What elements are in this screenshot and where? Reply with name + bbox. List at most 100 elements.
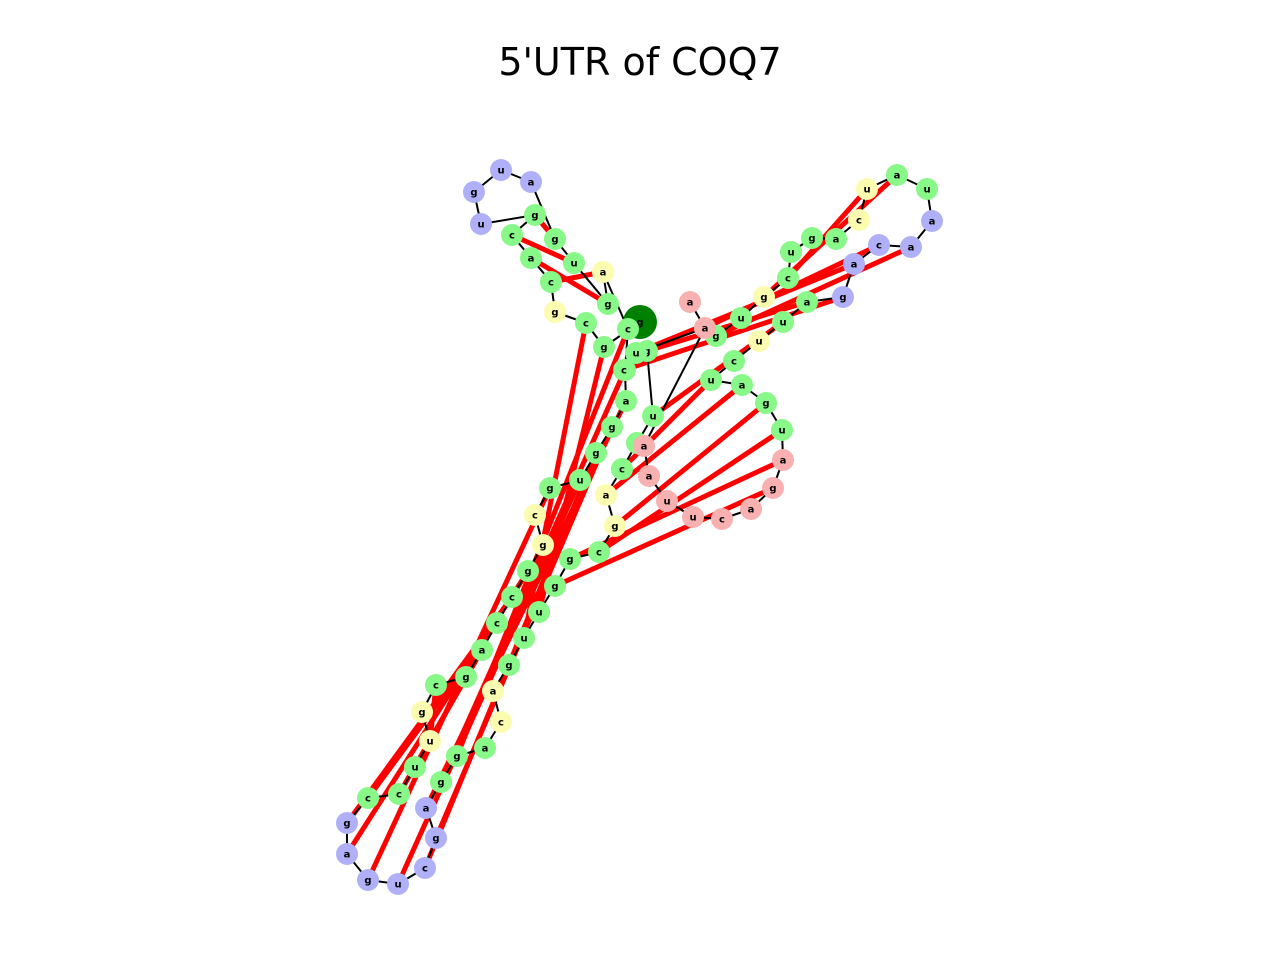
nucleotide-19: a — [615, 390, 637, 412]
nucleotide-55: g — [604, 515, 626, 537]
nucleotide-letter: g — [470, 188, 477, 199]
nucleotide-circle — [588, 541, 610, 563]
nucleotide-circle — [595, 484, 617, 506]
nucleotide-circle — [470, 213, 492, 235]
nucleotide-34: u — [404, 756, 426, 778]
nucleotide-letter: a — [702, 324, 709, 335]
nucleotide-9: u — [470, 213, 492, 235]
nucleotide-circle — [848, 209, 870, 231]
nucleotide-85: a — [731, 374, 753, 396]
nucleotide-circle — [682, 506, 704, 528]
nucleotide-circle — [540, 271, 562, 293]
nucleotide-circle — [520, 247, 542, 269]
nucleotide-letter: g — [462, 673, 469, 684]
nucleotide-31: c — [425, 674, 447, 696]
nucleotide-letter: g — [539, 541, 546, 552]
nucleotide-61: c — [613, 359, 635, 381]
nucleotide-circle — [414, 857, 436, 879]
nucleotide-letter: c — [396, 790, 402, 801]
nucleotide-circle — [801, 227, 823, 249]
nucleotide-circle — [593, 336, 615, 358]
nucleotide-letter: c — [494, 619, 500, 630]
nucleotide-50: u — [513, 627, 535, 649]
nucleotide-circle — [455, 666, 477, 688]
nucleotide-circle — [463, 181, 485, 203]
nucleotide-21: g — [585, 442, 607, 464]
nucleotide-circle — [597, 293, 619, 315]
nucleotide-circle — [825, 228, 847, 250]
nucleotide-letter: u — [755, 337, 762, 348]
nucleotide-circle — [446, 745, 468, 767]
nucleotide-24: c — [524, 504, 546, 526]
nucleotide-86: g — [755, 392, 777, 414]
nucleotide-90: a — [740, 498, 762, 520]
nucleotide-letter: a — [833, 235, 840, 246]
nucleotide-35: c — [388, 783, 410, 805]
nucleotide-95: a — [633, 435, 655, 457]
nucleotide-circle — [498, 654, 520, 676]
nucleotide-letter: u — [520, 634, 527, 645]
nucleotide-6: a — [520, 247, 542, 269]
nucleotide-12: a — [520, 171, 542, 193]
nucleotide-letter: u — [787, 248, 794, 259]
base-pair-bond — [613, 401, 768, 528]
nucleotide-circle — [611, 458, 633, 480]
nucleotide-circle — [411, 701, 433, 723]
nucleotide-circle — [486, 612, 508, 634]
nucleotide-73: a — [886, 164, 908, 186]
nucleotide-letter: c — [619, 465, 625, 476]
nucleotide-82: u — [748, 330, 770, 352]
nucleotide-letter: a — [344, 850, 351, 861]
nucleotide-circle — [916, 178, 938, 200]
nucleotide-letter: u — [411, 763, 418, 774]
nucleotide-letter: a — [804, 298, 811, 309]
nucleotide-70: a — [825, 228, 847, 250]
nucleotide-circle — [740, 498, 762, 520]
nucleotide-13: g — [544, 228, 566, 250]
nucleotide-59: u — [642, 405, 664, 427]
nucleotide-71: c — [848, 209, 870, 231]
nucleotide-letter: c — [785, 274, 791, 285]
nucleotide-16: a — [592, 261, 614, 283]
nucleotide-44: g — [430, 771, 452, 793]
nucleotide-circle — [336, 843, 358, 865]
nucleotide-letter: u — [632, 349, 639, 360]
nucleotide-circle — [501, 224, 523, 246]
nucleotide-47: c — [490, 711, 512, 733]
nucleotide-circle — [856, 178, 878, 200]
base-pair-bond — [646, 299, 808, 354]
nucleotide-letter: a — [623, 397, 630, 408]
nucleotide-circle — [753, 286, 775, 308]
nucleotide-circle — [748, 330, 770, 352]
nucleotide-circle — [694, 317, 716, 339]
nucleotide-circle — [780, 241, 802, 263]
nucleotide-letter: u — [779, 318, 786, 329]
nucleotide-circle — [425, 827, 447, 849]
nucleotide-circle — [601, 416, 623, 438]
nucleotide-29: a — [471, 639, 493, 661]
chart-title: 5'UTR of COQ7 — [498, 40, 782, 84]
nucleotide-78: a — [843, 253, 865, 275]
nucleotide-nodes: ggcgcacguguagugacuaggugcggccagcguuccgagu… — [336, 159, 943, 895]
nucleotide-87: u — [771, 419, 793, 441]
nucleotide-circle — [900, 236, 922, 258]
nucleotide-letter: g — [608, 423, 615, 434]
nucleotide-84: u — [700, 369, 722, 391]
nucleotide-circle — [524, 204, 546, 226]
nucleotide-letter: a — [908, 243, 915, 254]
nucleotide-circle — [524, 504, 546, 526]
nucleotide-letter: g — [600, 343, 607, 354]
nucleotide-circle — [575, 312, 597, 334]
nucleotide-circle — [772, 311, 794, 333]
nucleotide-14: u — [563, 252, 585, 274]
nucleotide-20: g — [601, 416, 623, 438]
nucleotide-53: g — [559, 548, 581, 570]
nucleotide-circle — [563, 252, 585, 274]
nucleotide-circle — [357, 869, 379, 891]
nucleotide-letter: u — [497, 166, 504, 177]
nucleotide-circle — [832, 286, 854, 308]
nucleotide-letter: u — [778, 426, 785, 437]
nucleotide-57: c — [611, 458, 633, 480]
nucleotide-circle — [430, 771, 452, 793]
nucleotide-letter: c — [731, 357, 737, 368]
